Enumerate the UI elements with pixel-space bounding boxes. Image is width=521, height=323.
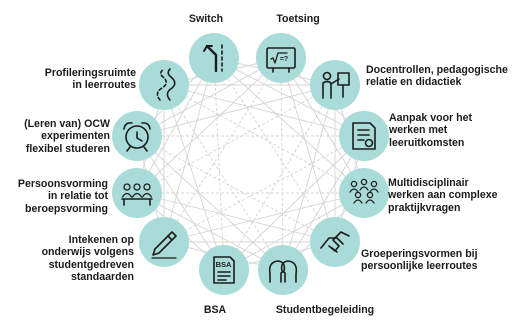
connection-line — [163, 84, 365, 194]
node-circle — [256, 33, 306, 83]
label-bsa: BSA — [203, 304, 227, 316]
node-intekenen — [139, 217, 189, 267]
connection-line — [136, 84, 336, 194]
node-ocw — [112, 111, 162, 161]
connection-line — [163, 84, 365, 137]
node-profileringsruimte — [139, 60, 189, 110]
label-groeperingsvormen: Groeperingsvormen bij persoonlijke leerr… — [361, 248, 478, 273]
connection-line — [282, 84, 336, 271]
label-profileringsruimte: Profileringsruimte in leerroutes — [44, 67, 136, 92]
label-switch: Switch — [188, 13, 224, 25]
node-circle — [339, 111, 389, 161]
connection-line — [136, 135, 336, 243]
node-groeperingsvormen — [310, 217, 360, 267]
node-switch — [189, 33, 239, 83]
connection-line — [280, 57, 336, 243]
connection-line — [163, 192, 365, 243]
node-circles: =? BSA — [112, 33, 389, 295]
label-intekenen: Intekenen op onderwijs volgens studentge… — [41, 234, 134, 284]
node-toetsing: =? — [256, 33, 306, 83]
alarm-clock-icon — [123, 122, 151, 152]
connection-line — [136, 192, 336, 243]
node-bsa: BSA — [199, 245, 249, 295]
node-circle — [339, 168, 389, 218]
connection-line — [163, 135, 365, 243]
connection-line — [136, 135, 225, 271]
two-heads-talking-icon — [268, 260, 298, 283]
connection-line — [223, 84, 336, 271]
node-circle — [139, 60, 189, 110]
bsa-document-icon: BSA — [213, 256, 235, 284]
group-discussion-icon — [121, 183, 153, 206]
connection-line — [136, 57, 282, 137]
connection-line — [136, 84, 336, 137]
connection-line — [280, 57, 284, 271]
pencil-writing-icon — [151, 231, 177, 259]
handshake-icon — [320, 231, 350, 253]
label-aanpak-leeruitkomsten: Aanpak voor het werken met leeruitkomste… — [389, 112, 473, 149]
teacher-presentation-icon — [322, 71, 350, 99]
connection-line — [136, 57, 215, 194]
label-studentbegeleiding: Studentbegeleiding — [275, 304, 375, 316]
label-persoonsvorming: Persoonsvorming in relatie tot beroepsvo… — [17, 178, 108, 215]
people-group-icon — [349, 178, 379, 204]
node-circle — [189, 33, 239, 83]
bsa-icon-text: BSA — [216, 260, 232, 269]
connection-line — [213, 57, 336, 243]
label-ocw-experimenten: (Leren van) OCW experimenten flexibel st… — [24, 118, 110, 155]
connection-line — [163, 57, 282, 243]
connection-line — [223, 135, 365, 271]
connection-line — [163, 84, 284, 271]
connection-line — [136, 135, 284, 271]
label-docentrollen: Docentrollen, pedagogische relatie en di… — [366, 64, 508, 89]
connection-line — [136, 57, 282, 194]
node-multidisciplinair — [339, 168, 389, 218]
node-persoonsvorming — [112, 168, 162, 218]
chalkboard-sqrt-icon: =? — [266, 47, 296, 73]
node-circle — [310, 60, 360, 110]
label-multidisciplinair: Multidisciplinair werken aan complexe pr… — [388, 177, 498, 214]
connection-line — [136, 192, 284, 271]
winding-path-icon — [156, 68, 176, 101]
node-circle — [258, 245, 308, 295]
label-toetsing: Toetsing — [276, 13, 320, 25]
certificate-document-icon — [352, 122, 376, 150]
node-docentrollen — [310, 60, 360, 110]
road-fork-arrows-icon — [203, 44, 223, 73]
node-aanpak — [339, 111, 389, 161]
connection-line — [163, 84, 225, 271]
node-studentbegeleiding — [258, 245, 308, 295]
node-circle — [139, 217, 189, 267]
node-circle — [199, 245, 249, 295]
svg-text:=?: =? — [280, 56, 288, 63]
